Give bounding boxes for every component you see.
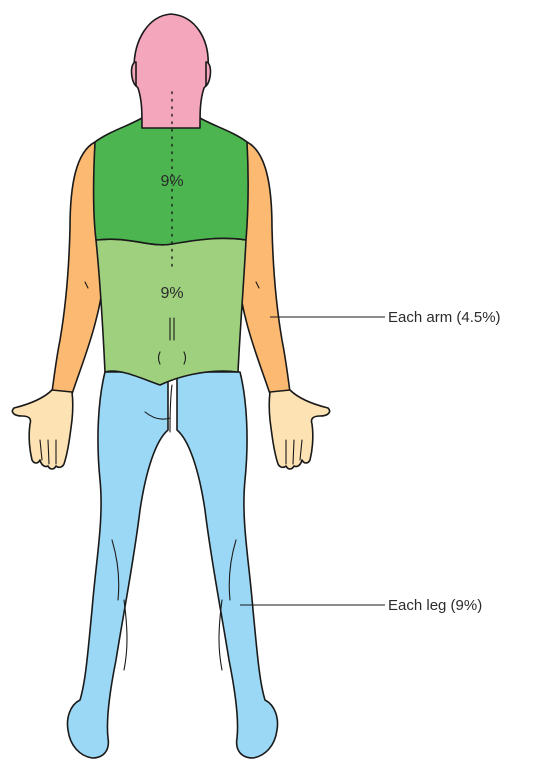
finger-lines	[40, 440, 302, 464]
right-ear	[206, 62, 211, 86]
arm-callout-label: Each arm (4.5%)	[388, 309, 501, 326]
left-hand	[12, 390, 72, 469]
left-ear	[132, 62, 137, 86]
lower-back	[96, 238, 246, 385]
leg-callout-label: Each leg (9%)	[388, 597, 482, 614]
calf-lines	[124, 600, 222, 670]
upper-back-percent-label: 9%	[160, 173, 183, 190]
head-and-neck	[133, 14, 209, 128]
right-hand	[269, 390, 329, 469]
lower-back-percent-label: 9%	[160, 285, 183, 302]
right-leg	[177, 372, 278, 758]
